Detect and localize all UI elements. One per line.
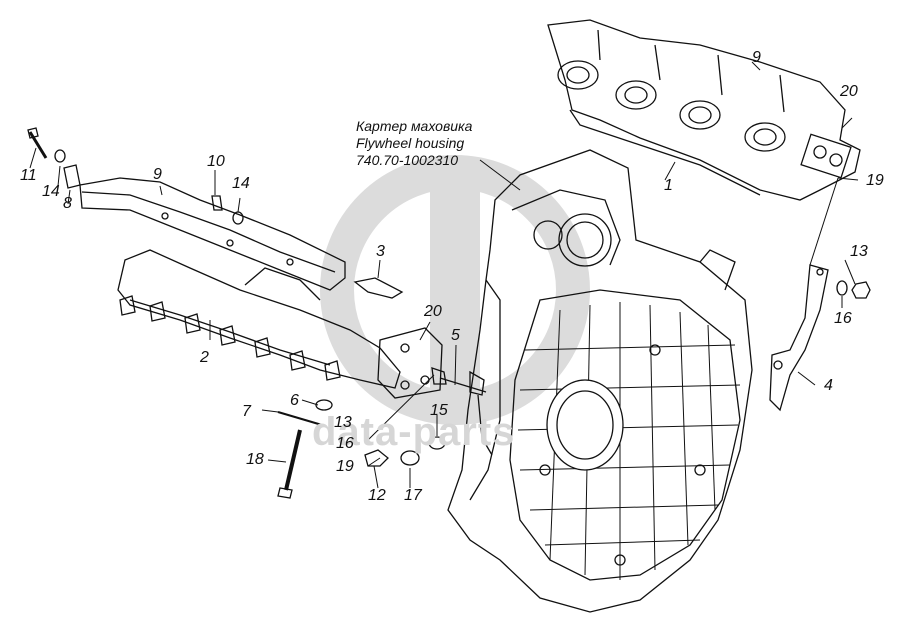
caption-ru: Картер маховика <box>356 118 473 134</box>
callout-16-left: 16 <box>336 435 354 452</box>
callout-4: 4 <box>824 377 833 394</box>
callout-15: 15 <box>430 402 448 419</box>
nut-washer-right <box>836 280 871 299</box>
callout-19-right: 19 <box>866 172 884 189</box>
callout-12: 12 <box>368 487 386 504</box>
callout-16-right: 16 <box>834 310 852 327</box>
callout-1: 1 <box>664 177 673 194</box>
small-parts-left <box>27 127 493 499</box>
callout-10: 10 <box>207 153 225 170</box>
caption-en: Flywheel housing <box>356 135 465 151</box>
callout-17: 17 <box>404 487 422 504</box>
callout-3: 3 <box>376 243 385 260</box>
callout-19-left: 19 <box>336 458 354 475</box>
callout-14-center: 14 <box>232 175 250 192</box>
callout-9-right: 9 <box>752 49 761 66</box>
watermark-text: data-parts <box>312 410 516 454</box>
callout-20-left: 20 <box>424 303 442 320</box>
callout-18: 18 <box>246 451 264 468</box>
callout-8: 8 <box>63 195 72 212</box>
callout-11: 11 <box>20 167 37 184</box>
callout-14-left: 14 <box>42 183 60 200</box>
caption-part-number: 740.70-1002310 <box>356 152 458 168</box>
callout-7: 7 <box>242 403 251 420</box>
callout-13-left: 13 <box>334 414 352 431</box>
exhaust-manifold-right <box>547 19 861 201</box>
flywheel-housing <box>447 149 753 613</box>
leader-lines <box>29 61 859 489</box>
heat-shield-left <box>79 177 346 291</box>
callout-2: 2 <box>200 349 209 366</box>
exhaust-manifold-left <box>117 249 443 399</box>
part-caption: Картер маховика Flywheel housing 740.70-… <box>356 118 472 169</box>
callout-6: 6 <box>290 392 299 409</box>
bracket-4 <box>769 264 829 412</box>
callout-9-left: 9 <box>153 166 162 183</box>
gasket-3 <box>353 277 404 299</box>
callout-20-right: 20 <box>840 83 858 100</box>
callout-13-right: 13 <box>850 243 868 260</box>
callout-5: 5 <box>451 327 460 344</box>
